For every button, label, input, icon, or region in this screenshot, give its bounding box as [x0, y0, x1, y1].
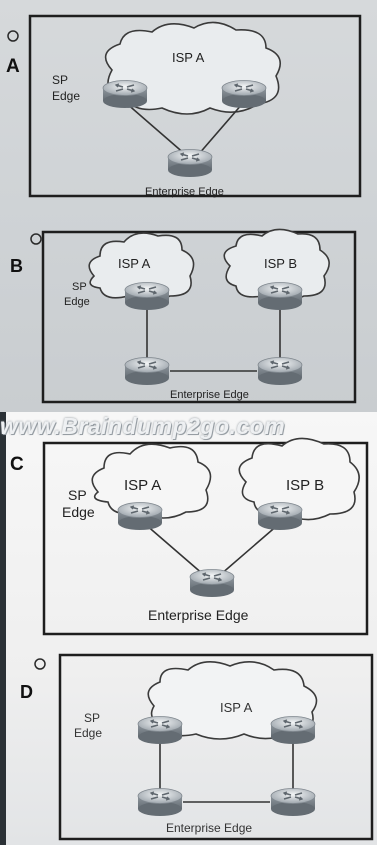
sp-edge-label: SP [72, 281, 87, 293]
option-c: C ISP A ISP B SP Edge Enterprise Edge [10, 437, 369, 636]
option-d: D ISP A SP Edge Enterprise Edge [20, 653, 374, 841]
enterprise-edge-router [124, 356, 170, 386]
sp-edge-label: SP [68, 487, 87, 503]
enterprise-edge-router [137, 787, 183, 817]
radio-option-b[interactable] [30, 233, 42, 245]
option-frame [42, 441, 369, 636]
sp-edge-label: Edge [52, 89, 80, 103]
option-frame [41, 230, 357, 404]
option-frame [28, 14, 362, 198]
enterprise-edge-router [257, 356, 303, 386]
option-letter: B [10, 256, 23, 276]
link [219, 523, 280, 576]
option-letter: A [6, 56, 20, 77]
link [144, 523, 205, 576]
option-letter: D [20, 682, 33, 702]
link [197, 102, 244, 156]
isp-b-cloud [223, 228, 330, 302]
enterprise-edge-router [167, 148, 213, 178]
enterprise-edge-label: Enterprise Edge [145, 186, 224, 198]
cloud-label: ISP A [124, 477, 161, 494]
sp-edge-router [124, 281, 170, 311]
sp-edge-label: Edge [64, 296, 90, 308]
radio-option-a[interactable] [7, 30, 19, 42]
photo-edge-shadow [0, 412, 6, 845]
enterprise-edge-router [189, 568, 235, 598]
link [125, 102, 187, 156]
radio-option-d[interactable] [34, 658, 46, 670]
sp-edge-label: Edge [62, 504, 95, 520]
sp-edge-router [270, 715, 316, 745]
sp-edge-router [137, 715, 183, 745]
isp-a-cloud [88, 232, 195, 302]
sp-edge-label: SP [52, 73, 68, 87]
cloud-label: ISP A [172, 50, 205, 65]
sp-edge-router [117, 501, 163, 531]
sp-edge-label: SP [84, 711, 100, 725]
option-a: A ISP A SP Edge Enterprise Edge [6, 14, 362, 198]
cloud-label: ISP A [220, 700, 253, 715]
enterprise-edge-label: Enterprise Edge [166, 821, 252, 835]
option-frame [58, 653, 374, 841]
sp-edge-router [221, 79, 267, 109]
sp-edge-router [102, 79, 148, 109]
enterprise-edge-label: Enterprise Edge [170, 389, 249, 401]
sp-edge-router [257, 501, 303, 531]
cloud-label: ISP A [118, 256, 151, 271]
sp-edge-router [257, 281, 303, 311]
option-b: B ISP A ISP B SP Edge Enterprise Edge [10, 228, 357, 404]
enterprise-edge-router [270, 787, 316, 817]
sp-edge-label: Edge [74, 726, 102, 740]
watermark: www.Braindump2go.com [0, 413, 286, 439]
enterprise-edge-label: Enterprise Edge [148, 607, 249, 623]
cloud-label: ISP B [286, 477, 324, 494]
cloud-label: ISP B [264, 256, 297, 271]
option-letter: C [10, 454, 24, 475]
